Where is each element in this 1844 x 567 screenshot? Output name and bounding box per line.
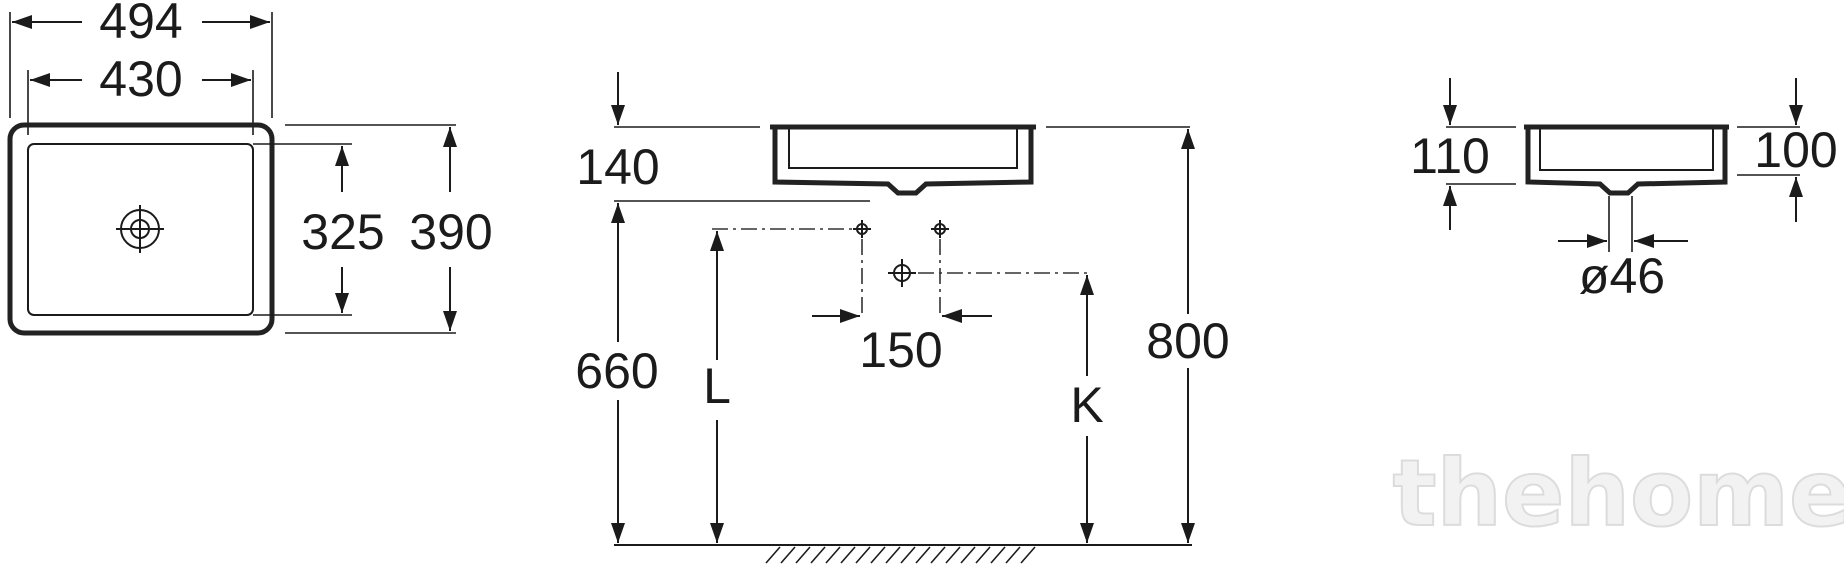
label-k: K (1070, 377, 1103, 433)
label-l: L (703, 358, 731, 414)
dim-overall-height: 800 (1146, 313, 1229, 369)
dim-inner-height: 100 (1754, 122, 1837, 178)
dim-inner-depth: 325 (301, 204, 384, 260)
arrowhead (30, 73, 50, 87)
arrowhead (1587, 234, 1607, 248)
dim-outer-height: 110 (1410, 128, 1490, 184)
drain-hole-symbol (888, 259, 916, 287)
basin-profile-outer (772, 127, 1034, 196)
watermark: thehome (1393, 440, 1844, 547)
arrowhead (1080, 275, 1094, 295)
arrowhead (12, 15, 32, 29)
dim-tap-spacing: 150 (859, 322, 942, 378)
arrowhead (1789, 105, 1803, 125)
arrowhead (1443, 186, 1457, 206)
section-view: 110 100 ø46 (1410, 78, 1838, 304)
basin-profile-inner (788, 127, 1018, 169)
arrowhead (443, 127, 457, 147)
section-profile-outer (1525, 127, 1728, 196)
top-view: 494 430 325 390 (7, 0, 493, 336)
arrowhead (250, 15, 270, 29)
arrowhead (335, 146, 349, 166)
arrowhead (335, 293, 349, 313)
side-view: 140 660 L (575, 72, 1230, 564)
tap-hole-symbol (853, 220, 871, 238)
tap-hole-symbol (931, 220, 949, 238)
arrowhead (1634, 234, 1654, 248)
floor-hatching (765, 546, 1036, 564)
arrowhead (443, 311, 457, 331)
dim-basin-height: 140 (576, 139, 659, 195)
arrowhead (1080, 523, 1094, 543)
arrowhead (611, 203, 625, 223)
arrowhead (710, 523, 724, 543)
section-profile-inner (1539, 127, 1714, 171)
arrowhead (611, 523, 625, 543)
arrowhead (231, 73, 251, 87)
arrowhead (942, 309, 962, 323)
arrowhead (1789, 177, 1803, 197)
drain-symbol (116, 205, 164, 253)
arrowhead (840, 309, 860, 323)
dim-overall-width: 494 (99, 0, 182, 49)
dim-install-height: 660 (575, 343, 658, 399)
dim-inner-width: 430 (99, 51, 182, 107)
basin-inner-outline (27, 143, 254, 316)
arrowhead (710, 231, 724, 251)
arrowhead (1443, 105, 1457, 125)
arrowhead (611, 105, 625, 125)
arrowhead (1181, 523, 1195, 543)
arrowhead (1181, 129, 1195, 149)
basin-outer-outline (7, 122, 275, 336)
dim-drain-diameter: ø46 (1579, 248, 1665, 304)
dim-overall-depth: 390 (409, 204, 492, 260)
